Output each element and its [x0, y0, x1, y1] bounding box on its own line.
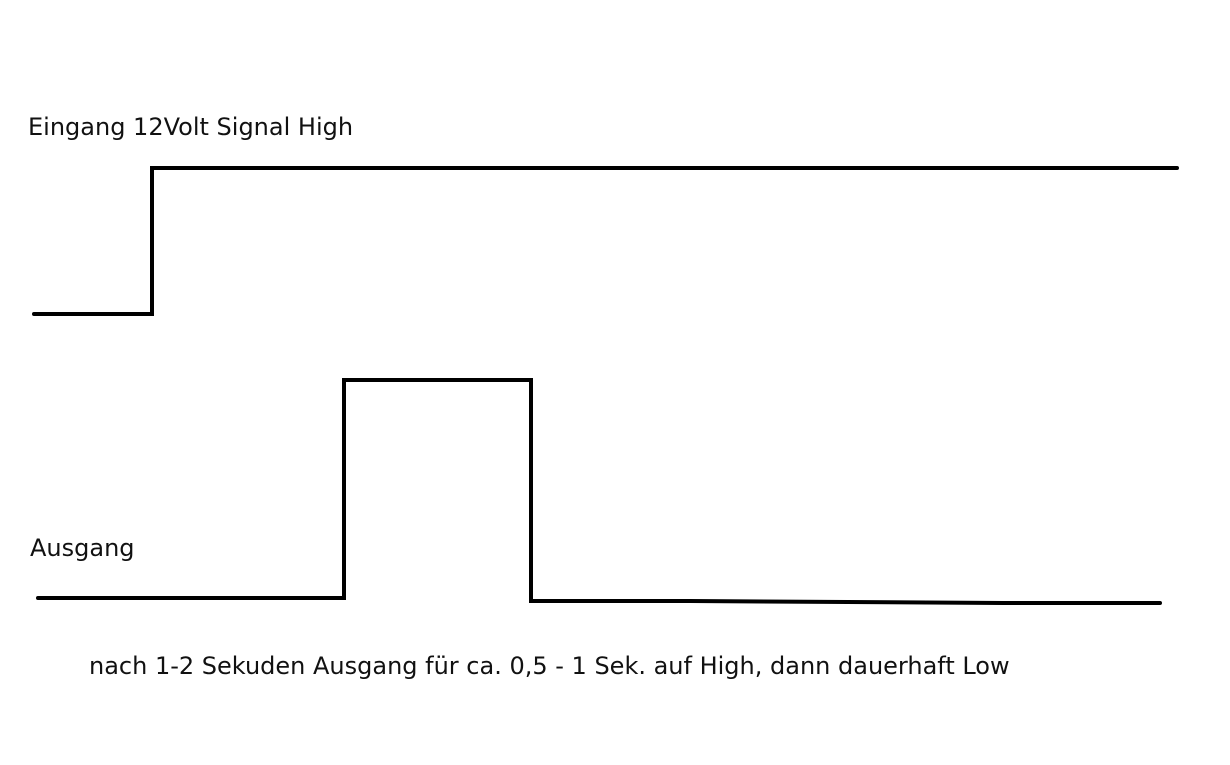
output-signal-trace [36, 378, 1162, 605]
input-signal-label: Eingang 12Volt Signal High [28, 113, 354, 141]
output-signal-label: Ausgang [30, 534, 135, 562]
diagram-caption: nach 1-2 Sekuden Ausgang für ca. 0,5 - 1… [89, 652, 1010, 680]
input-signal-trace [32, 166, 1179, 316]
